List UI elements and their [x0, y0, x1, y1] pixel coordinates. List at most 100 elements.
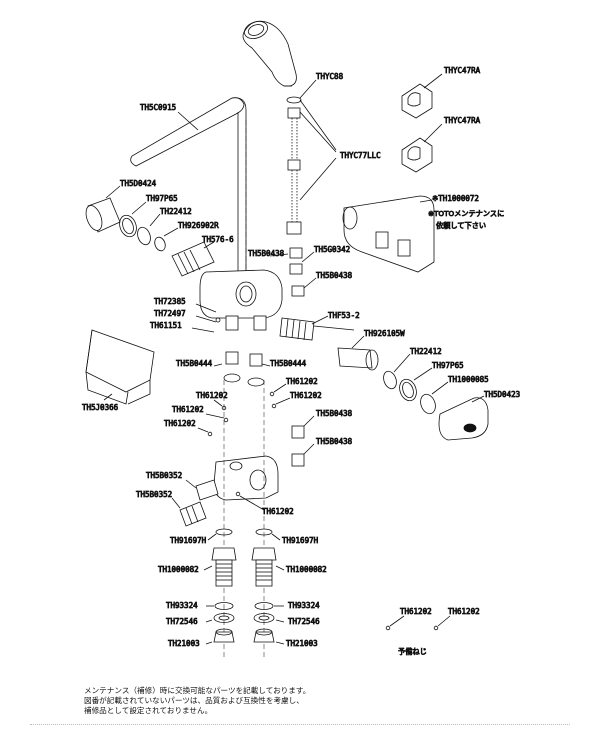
cartridge-th576-6: [171, 241, 215, 277]
leader-line: [393, 353, 411, 373]
washer-th72546-left: [213, 613, 235, 623]
leader-line: [303, 277, 317, 289]
label-th97p65-right: TH97P65: [432, 361, 464, 370]
label-th5b0444-left: TH5B0444: [176, 359, 213, 368]
bottom-dotted-divider: [30, 724, 570, 725]
label-thyc47ra-1: THYC47RA: [444, 66, 481, 75]
leader-line: [301, 251, 315, 263]
footnote: メンテナンス（補修）時に交換可能なパーツを記載しております。 図番が記載されてい…: [84, 686, 310, 716]
right-handle-icon: [438, 397, 489, 441]
ring-th97p65-left: [119, 214, 137, 238]
leader-line: [413, 367, 433, 381]
label-spare-screw: 予備ねじ: [398, 647, 427, 656]
mixer-body-icon: [199, 269, 283, 331]
leader-line: [437, 615, 451, 627]
leader-line: [389, 615, 405, 627]
leader-line: [213, 363, 223, 367]
screw-icon: [215, 317, 221, 323]
connector-th1000082-right: [251, 547, 277, 587]
label-th61202-e: TH61202: [164, 419, 196, 428]
label-th61202-d: TH61202: [172, 405, 204, 414]
ring-th1000085: [420, 393, 436, 415]
label-th61151: TH61151: [150, 321, 182, 330]
leader-line: [205, 641, 213, 645]
label-th1000082-left: TH1000082: [158, 565, 199, 574]
ring-th22412-left: [137, 226, 151, 246]
leader-line: [163, 227, 179, 237]
leader-line: [471, 395, 485, 403]
leader-line: [273, 383, 287, 393]
label-th93324-right: TH93324: [288, 601, 320, 610]
nut-th5b0444-right: [247, 353, 265, 387]
leader-line: [105, 185, 121, 199]
leader-line: [205, 413, 225, 419]
nut-th5b0444-left: [223, 351, 241, 383]
label-th5b0438-d: TH5B0438: [316, 437, 353, 446]
leader-line: [299, 157, 337, 201]
leader-line: [197, 427, 209, 433]
label-th61202-f: TH61202: [262, 507, 294, 516]
leader-line: [205, 619, 213, 623]
screw-icon: [223, 417, 229, 423]
leader-line: [275, 397, 291, 405]
leader-line: [261, 363, 271, 367]
label-th926105w: TH926105W: [364, 329, 405, 338]
fitting-th5b0438-d: [291, 453, 305, 467]
leader-line: [299, 79, 317, 99]
leader-line: [303, 443, 315, 455]
label-th72546-left: TH72546: [166, 617, 198, 626]
screw-icon: [433, 625, 439, 631]
leader-line: [191, 327, 215, 333]
washer-th91697h-right: [255, 528, 273, 536]
leader-line: [203, 565, 213, 571]
label-th61202-c: TH61202: [290, 391, 322, 400]
label-thf53-2: THF53-2: [328, 311, 360, 320]
screw-icon: [271, 403, 277, 409]
label-th5b0352-a: TH5B0352: [146, 471, 182, 480]
leader-line: [239, 495, 265, 511]
leader-line: [311, 315, 329, 325]
shower-hose: [286, 107, 302, 235]
label-th61202-h: TH61202: [448, 607, 480, 616]
label-th5b0438-a: TH5B0438: [248, 249, 285, 258]
label-th1000072: ※TH1000072: [432, 194, 479, 203]
label-th61202-b: TH61202: [196, 391, 228, 400]
leader-line: [203, 241, 215, 249]
leader-line: [275, 565, 285, 571]
washer-th93324-left: [214, 602, 234, 610]
ring-th97p65-right: [399, 378, 417, 402]
washer-th72546-right: [253, 613, 275, 623]
leader-line: [171, 497, 181, 509]
nut-th21003-left: [213, 628, 235, 643]
label-thyc77llc: THYC77LLC: [340, 151, 381, 160]
hook-icon: [401, 123, 443, 173]
label-th1000082-right: TH1000082: [286, 565, 327, 574]
label-th5d0423: TH5D0423: [484, 390, 520, 399]
label-th97p65-left: TH97P65: [146, 194, 178, 203]
leader-line: [213, 399, 223, 407]
shelf-icon: [85, 329, 155, 405]
label-th93324-left: TH93324: [166, 601, 198, 610]
fitting-th5b0438-b: [291, 285, 305, 297]
label-th21003-right: TH21003: [286, 639, 318, 648]
leader-line: [351, 335, 365, 349]
label-th1000085: TH1000085: [448, 375, 489, 384]
footnote-line-1: メンテナンス（補修）時に交換可能なパーツを記載しております。: [84, 686, 311, 695]
leader-line: [195, 303, 217, 313]
label-th5b0352-b: TH5B0352: [136, 490, 172, 499]
leader-line: [299, 111, 337, 153]
screw-icon: [385, 625, 391, 631]
valve-block-icon: [213, 455, 279, 501]
fitting-th5b0352-b: [179, 501, 207, 527]
connector-th1000082-left: [211, 547, 237, 587]
label-th22412-left: TH22412: [160, 207, 192, 216]
fitting-th5b0438-c: [291, 425, 305, 439]
label-th5d0424: TH5D0424: [120, 179, 157, 188]
label-th5g0342: TH5G0342: [314, 245, 350, 254]
label-th61202-a: TH61202: [286, 377, 318, 386]
leader-line: [207, 533, 217, 541]
leader-line: [195, 315, 217, 323]
cover-icon: [342, 195, 435, 273]
